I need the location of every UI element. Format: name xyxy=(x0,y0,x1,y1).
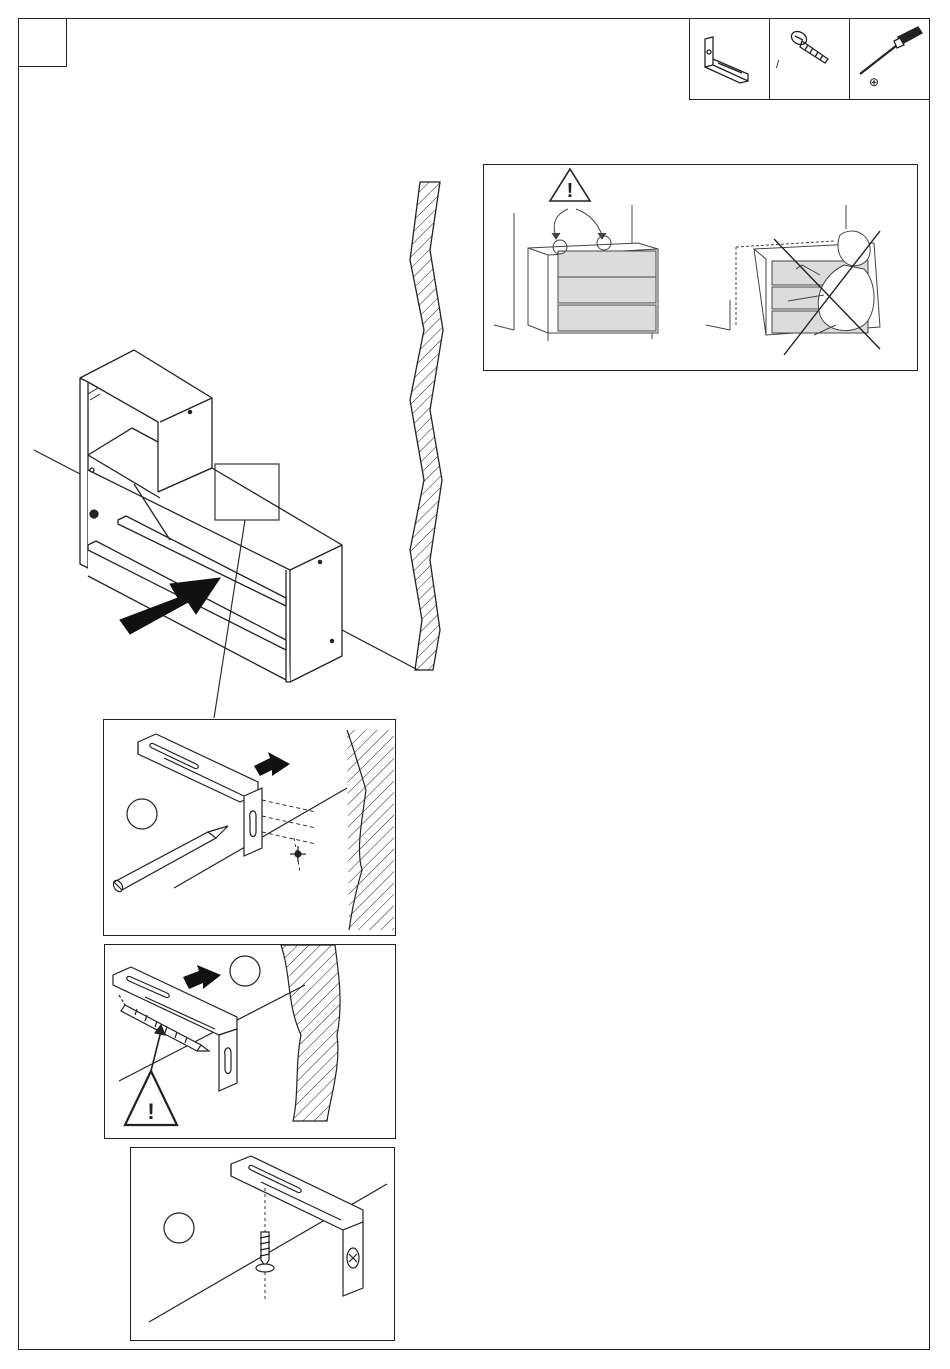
direction-arrow-2 xyxy=(183,965,221,989)
direction-arrow xyxy=(254,752,290,776)
warning-scene: ! xyxy=(484,165,919,372)
furniture-unit xyxy=(80,350,342,682)
screw-bracket-scene xyxy=(131,1148,396,1342)
mark-bracket-scene xyxy=(104,720,397,937)
drill-scene: ! xyxy=(105,945,397,1140)
safety-warning-panel: ! xyxy=(483,164,918,371)
floor-line-left xyxy=(34,450,80,474)
warning-symbol: ! xyxy=(147,1099,154,1124)
svg-text:!: ! xyxy=(567,180,574,202)
floor-line-right xyxy=(342,630,418,670)
detail-panel-screw xyxy=(130,1147,395,1341)
wall-section xyxy=(410,182,443,670)
detail-panel-drill: ! xyxy=(104,944,396,1139)
detail-panel-mark xyxy=(103,719,396,936)
